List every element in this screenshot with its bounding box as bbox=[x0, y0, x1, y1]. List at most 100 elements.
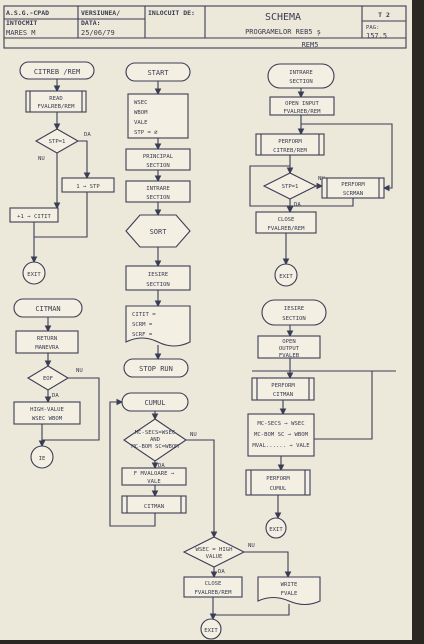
decision-wsec-yes: DA bbox=[218, 569, 225, 575]
box-return bbox=[15, 330, 79, 354]
box-perform-citman-line1: PERFORM bbox=[271, 383, 295, 389]
decision-wsec-line2: VALUE bbox=[206, 554, 223, 560]
page-subtitle-2: REM5 bbox=[302, 41, 319, 49]
box-close-main-line1: CLOSE bbox=[205, 581, 222, 587]
flow-citman: CITMAN RETURN MANEVRA EOF NU DA HIGH-VAL… bbox=[13, 298, 100, 469]
totals-document bbox=[125, 305, 191, 347]
box-intrare-line2: SECTION bbox=[146, 195, 170, 201]
box-perform-citman-line2: CITMAN bbox=[273, 392, 293, 398]
date-value: 25/06/79 bbox=[81, 29, 115, 37]
exit-iesire bbox=[265, 517, 287, 539]
decision-compare-yes: DA bbox=[158, 463, 165, 469]
terminal-citreb-label: CITREB /REM bbox=[34, 68, 80, 76]
exit-iesire-label: EXIT bbox=[269, 527, 283, 533]
terminal-iesire-line1: IESIRE bbox=[284, 306, 305, 312]
decision-stp-label: STP=1 bbox=[49, 139, 66, 145]
version-label: VERSIUNEA/ bbox=[81, 9, 120, 17]
box-move-line3: MVAL...... → VALE bbox=[252, 443, 310, 449]
decision-stp2-label: STP=1 bbox=[282, 184, 299, 190]
box-init-line2: WBOM bbox=[134, 110, 148, 116]
decision-eof-label: EOF bbox=[43, 376, 54, 382]
flow-main: START WSEC WBOM VALE STP = ∅ PRINCIPAL S… bbox=[109, 62, 321, 640]
terminal-citman-label: CITMAN bbox=[35, 305, 60, 313]
page-subtitle-1: PROGRAMELOR REB5 ș bbox=[245, 28, 321, 37]
box-init-line3: VALE bbox=[134, 120, 148, 126]
exit-citman-label: IE bbox=[39, 456, 46, 462]
exit-intrare bbox=[274, 263, 298, 287]
decision-wsec-line1: WSEC = HIGH bbox=[195, 547, 232, 553]
page-number: 157.5 bbox=[366, 32, 387, 40]
sort-block-label: SORT bbox=[150, 228, 168, 236]
exit-citman bbox=[30, 445, 54, 469]
decision-wsec-no: NU bbox=[248, 543, 255, 549]
decision-compare-line3: MC-BOM SC=WBOM bbox=[131, 444, 179, 450]
box-open-input bbox=[269, 96, 335, 116]
sheet-code: T 2 bbox=[378, 11, 390, 19]
box-mvaloare bbox=[121, 467, 187, 486]
title-block: A.S.G.-CPAD INTOCMIT MARES M VERSIUNEA/ … bbox=[3, 5, 407, 49]
replaced-label: INLOCUIT DE: bbox=[148, 9, 195, 17]
decision-stp-no: NU bbox=[38, 156, 45, 162]
box-citman-call bbox=[121, 495, 187, 514]
box-high-value-line1: HIGH-VALUE bbox=[30, 407, 64, 413]
box-principal-line1: PRINCIPAL bbox=[143, 154, 174, 160]
box-return-line2: MANEVRA bbox=[35, 345, 59, 351]
decision-stp2-yes: DA bbox=[294, 202, 301, 208]
box-close-input-line2: FVALREB/REM bbox=[267, 226, 305, 232]
box-read-line2: FVALREB/REM bbox=[37, 104, 75, 110]
box-init-line1: WSEC bbox=[134, 100, 147, 106]
box-perform-scrman-line2: SCRMAN bbox=[343, 191, 363, 197]
terminal-iesire bbox=[261, 299, 327, 326]
box-return-line1: RETURN bbox=[37, 336, 57, 342]
flow-intrare: INTRARE SECTION OPEN INPUT FVALREB/REM P… bbox=[249, 63, 393, 287]
totals-line1: CITIT = bbox=[132, 312, 156, 318]
decision-eof-no: NU bbox=[76, 368, 83, 374]
box-perform-cumul bbox=[245, 469, 311, 496]
exit-main bbox=[200, 618, 222, 640]
box-principal-line2: SECTION bbox=[146, 163, 170, 169]
terminal-iesire-line2: SECTION bbox=[282, 316, 306, 322]
box-perform-cumul-line1: PERFORM bbox=[266, 476, 290, 482]
terminal-intrare-line2: SECTION bbox=[289, 79, 313, 85]
box-perform-citreb-line2: CITREB/REM bbox=[273, 148, 307, 154]
box-open-output bbox=[257, 335, 321, 359]
decision-compare-line1: MC-SECS=WSEC bbox=[135, 430, 175, 436]
box-open-output-line1: OPEN bbox=[282, 339, 295, 345]
paper-shadow bbox=[412, 0, 424, 640]
decision-compare-line2: AND bbox=[150, 437, 161, 443]
box-read bbox=[25, 90, 87, 113]
doc-write bbox=[257, 576, 321, 606]
box-set-stp bbox=[61, 177, 115, 193]
terminal-intrare-line1: INTRARE bbox=[289, 70, 313, 76]
box-high-value bbox=[13, 401, 81, 425]
box-iesire-line1: IESIRE bbox=[148, 272, 169, 278]
box-close-input-line1: CLOSE bbox=[278, 217, 295, 223]
terminal-stop bbox=[123, 358, 189, 378]
box-move-line1: MC-SECS → WSEC bbox=[257, 421, 304, 427]
box-mvaloare-line1: F MVALOARE → bbox=[134, 471, 175, 477]
box-perform-scrman-line1: PERFORM bbox=[341, 182, 365, 188]
decision-eof-yes: DA bbox=[52, 393, 59, 399]
sort-block bbox=[125, 214, 191, 248]
box-open-output-line3: FVALEB bbox=[279, 353, 300, 359]
totals-line3: SCRF = bbox=[132, 332, 153, 338]
doc-write-line1: WRITE bbox=[281, 582, 298, 588]
page-label: PAG: bbox=[366, 25, 379, 31]
org-name: A.S.G.-CPAD bbox=[6, 9, 49, 17]
box-citman-call-label: CITMAN bbox=[144, 504, 164, 510]
exit-intrare-label: EXIT bbox=[279, 274, 293, 280]
box-open-input-line2: FVALREB/REM bbox=[283, 109, 321, 115]
box-iesire-line2: SECTION bbox=[146, 282, 170, 288]
terminal-stop-label: STOP RUN bbox=[139, 365, 173, 373]
exit-citreb-label: EXIT bbox=[27, 272, 41, 278]
totals-line2: SCRM = bbox=[132, 322, 153, 328]
page-title: SCHEMA bbox=[265, 12, 301, 23]
box-move-line2: MC-BOM SC → WBOM bbox=[254, 432, 309, 438]
box-read-line1: READ bbox=[49, 96, 63, 102]
date-label: DATA: bbox=[81, 19, 101, 27]
box-open-input-line1: OPEN INPUT bbox=[285, 101, 319, 107]
flow-iesire: IESIRE SECTION OPEN OUTPUT FVALEB PERFOR… bbox=[245, 299, 396, 539]
author-label: INTOCMIT bbox=[6, 19, 37, 27]
box-high-value-line2: WSEC WBOM bbox=[32, 416, 63, 422]
